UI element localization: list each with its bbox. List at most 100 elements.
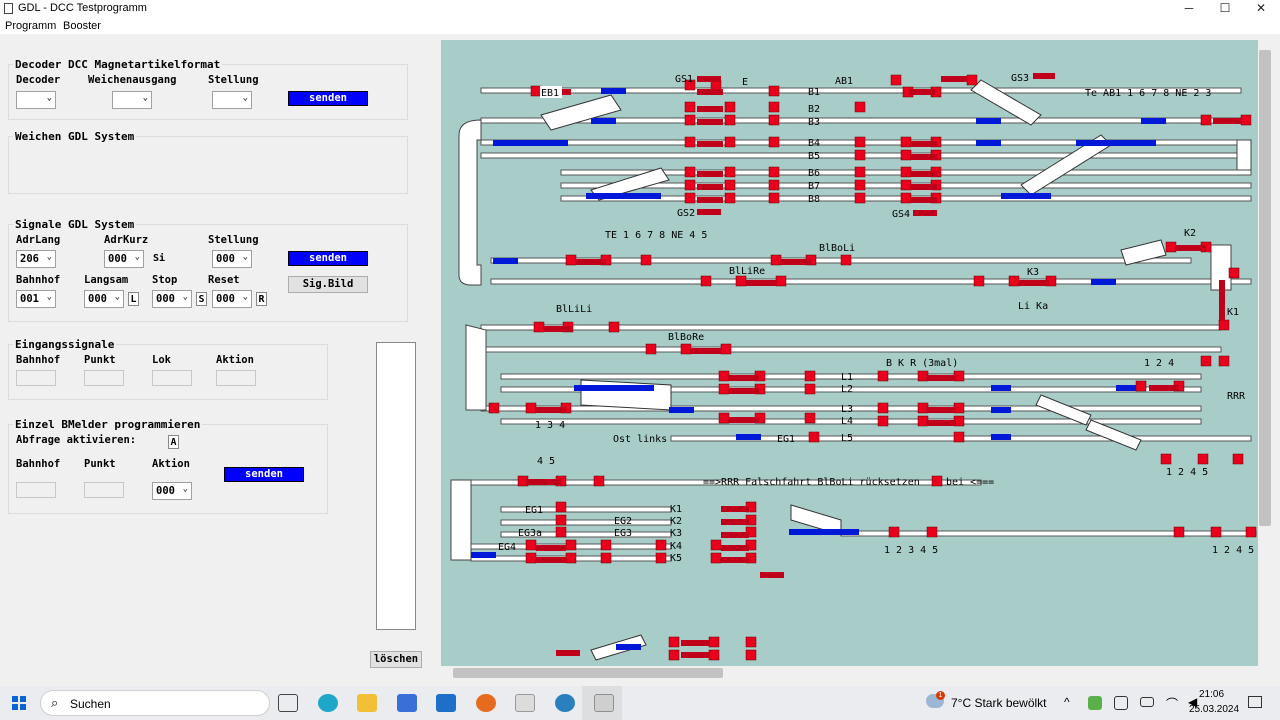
signal-stellung-label: Stellung	[208, 234, 259, 246]
horizontal-scroll-thumb[interactable]	[453, 668, 723, 678]
chevron-down-icon: ⌄	[242, 292, 248, 302]
mail-icon[interactable]	[436, 694, 456, 712]
close-button[interactable]: ✕	[1255, 1, 1267, 15]
eingang-punkt-field[interactable]	[84, 370, 124, 386]
explorer-icon[interactable]	[357, 694, 377, 712]
vertical-scrollbar[interactable]	[1258, 40, 1272, 666]
vertical-scroll-thumb[interactable]	[1259, 50, 1271, 526]
langsam-suffix: L	[128, 292, 139, 306]
edge-icon[interactable]	[318, 694, 338, 712]
taskbar-search[interactable]: ⌕ Suchen	[40, 690, 270, 716]
label-b1: B1	[808, 87, 820, 98]
decoder-send-button[interactable]: senden	[288, 91, 368, 106]
eingang-group	[8, 344, 328, 400]
horizontal-scrollbar[interactable]	[441, 666, 1258, 680]
menu-booster[interactable]: Booster	[63, 20, 101, 32]
menu-programm[interactable]: Programm	[5, 20, 57, 32]
label-b5: B5	[808, 151, 820, 162]
windows-start-icon[interactable]	[12, 696, 26, 710]
chevron-down-icon: ⌄	[134, 252, 140, 262]
label-ostlinks: Ost links	[613, 434, 667, 445]
adrlang-select[interactable]: 206⌄	[16, 250, 56, 268]
notifications-icon[interactable]	[1248, 696, 1262, 708]
label-e: E	[742, 77, 748, 88]
label-l1: L1	[841, 372, 853, 383]
bmelder-send-button[interactable]: senden	[224, 467, 304, 482]
tray-chevron-icon[interactable]: ^	[1064, 695, 1070, 709]
battery-icon[interactable]	[1140, 697, 1154, 707]
adrkurz-select[interactable]: 000⌄	[104, 250, 144, 268]
volume-icon[interactable]: ◀	[1188, 695, 1198, 709]
task-view-icon[interactable]	[278, 694, 298, 712]
reset-label: Reset	[208, 274, 240, 286]
active-app-highlight	[582, 686, 622, 720]
tray-icon-b[interactable]	[1114, 696, 1128, 710]
log-listbox[interactable]	[376, 342, 416, 630]
eingang-group-title: Eingangssignale	[13, 338, 117, 351]
abfrage-label: Abfrage aktivieren:	[16, 434, 137, 446]
eingang-aktion-field[interactable]	[216, 370, 256, 386]
label-gs3: GS3	[1011, 73, 1029, 84]
chevron-down-icon: ⌄	[242, 252, 248, 262]
adrkurz-suffix: Si	[152, 253, 166, 264]
stellung-label: Stellung	[208, 74, 259, 86]
menu-bar: Programm Booster	[0, 18, 1280, 34]
wifi-icon[interactable]: ⌒	[1166, 697, 1179, 711]
chevron-down-icon: ⌄	[182, 292, 188, 302]
firefox-icon[interactable]	[476, 694, 496, 712]
stop-select[interactable]: 000⌄	[152, 290, 192, 308]
decoder-label: Decoder	[16, 74, 61, 86]
decoder-select[interactable]: ⌄	[16, 91, 56, 109]
label-k3b: K3	[670, 528, 682, 539]
label-45: 4 5	[537, 456, 555, 467]
bmelder-punkt-label: Punkt	[84, 458, 116, 470]
store-icon[interactable]	[397, 694, 417, 712]
sigbild-button[interactable]: Sig.Bild	[288, 276, 368, 293]
app-icon-a[interactable]	[515, 694, 535, 712]
app-icon-b[interactable]	[555, 694, 575, 712]
weichenausgang-select[interactable]: ⌄	[112, 91, 152, 109]
search-label: Suchen	[70, 697, 111, 711]
label-l5: L5	[841, 433, 853, 444]
reset-select[interactable]: 000⌄	[212, 290, 252, 308]
signal-stellung-select[interactable]: 000⌄	[212, 250, 252, 268]
abfrage-toggle[interactable]: A	[168, 435, 179, 449]
label-lika: Li Ka	[1018, 301, 1048, 312]
label-falschfahrt: ==>RRR Falschfahrt BlBoLi rücksetzen	[703, 477, 920, 488]
bmelder-punkt-field[interactable]	[84, 482, 124, 498]
tray-icon-a[interactable]	[1088, 696, 1102, 710]
label-k2b: K2	[670, 516, 682, 527]
langsam-label: Langsam	[84, 274, 129, 286]
weichenausgang-label: Weichenausgang	[88, 74, 177, 86]
chevron-down-icon: ⌄	[142, 93, 148, 103]
clock-time[interactable]: 21:06	[1199, 689, 1225, 700]
bmelder-aktion-select[interactable]: 000⌄	[152, 482, 192, 500]
stellung-select[interactable]: ⌄	[212, 91, 252, 109]
label-k1b: K1	[670, 504, 682, 515]
minimize-button[interactable]: ─	[1184, 1, 1194, 15]
bmelder-bahnhof-field[interactable]	[16, 482, 56, 498]
label-gs4: GS4	[892, 209, 910, 220]
track-diagram: EB1 GS1 E AB1 GS3 Te AB1 1 6 7 8 NE 2 3 …	[450, 73, 1257, 661]
bahnhof-label: Bahnhof	[16, 274, 61, 286]
clock-date[interactable]: 25.03.2024	[1189, 704, 1240, 715]
label-b7: B7	[808, 181, 820, 192]
label-eg3a: EG3a	[518, 528, 542, 539]
label-ab1: AB1	[835, 76, 853, 87]
label-k2: K2	[1184, 228, 1196, 239]
eingang-bahnhof-field[interactable]	[16, 370, 56, 386]
title-bar: GDL - DCC Testprogramm ─ ☐ ✕	[0, 0, 1280, 18]
loeschen-button[interactable]: löschen	[370, 651, 422, 668]
eingang-aktion-label: Aktion	[216, 354, 254, 366]
label-eg1b: EG1	[525, 505, 543, 516]
gdl-app-icon[interactable]	[594, 694, 614, 712]
langsam-select[interactable]: 000⌄	[84, 290, 124, 308]
label-gs1: GS1	[675, 74, 693, 85]
eingang-bahnhof-label: Bahnhof	[16, 354, 61, 366]
weather-text[interactable]: 7°C Stark bewölkt	[951, 696, 1047, 710]
maximize-button[interactable]: ☐	[1219, 1, 1231, 15]
label-blbire: BlLiRe	[729, 266, 765, 277]
signal-send-button[interactable]: senden	[288, 251, 368, 266]
eingang-lok-field[interactable]	[152, 370, 192, 386]
bahnhof-select[interactable]: 001⌄	[16, 290, 56, 308]
